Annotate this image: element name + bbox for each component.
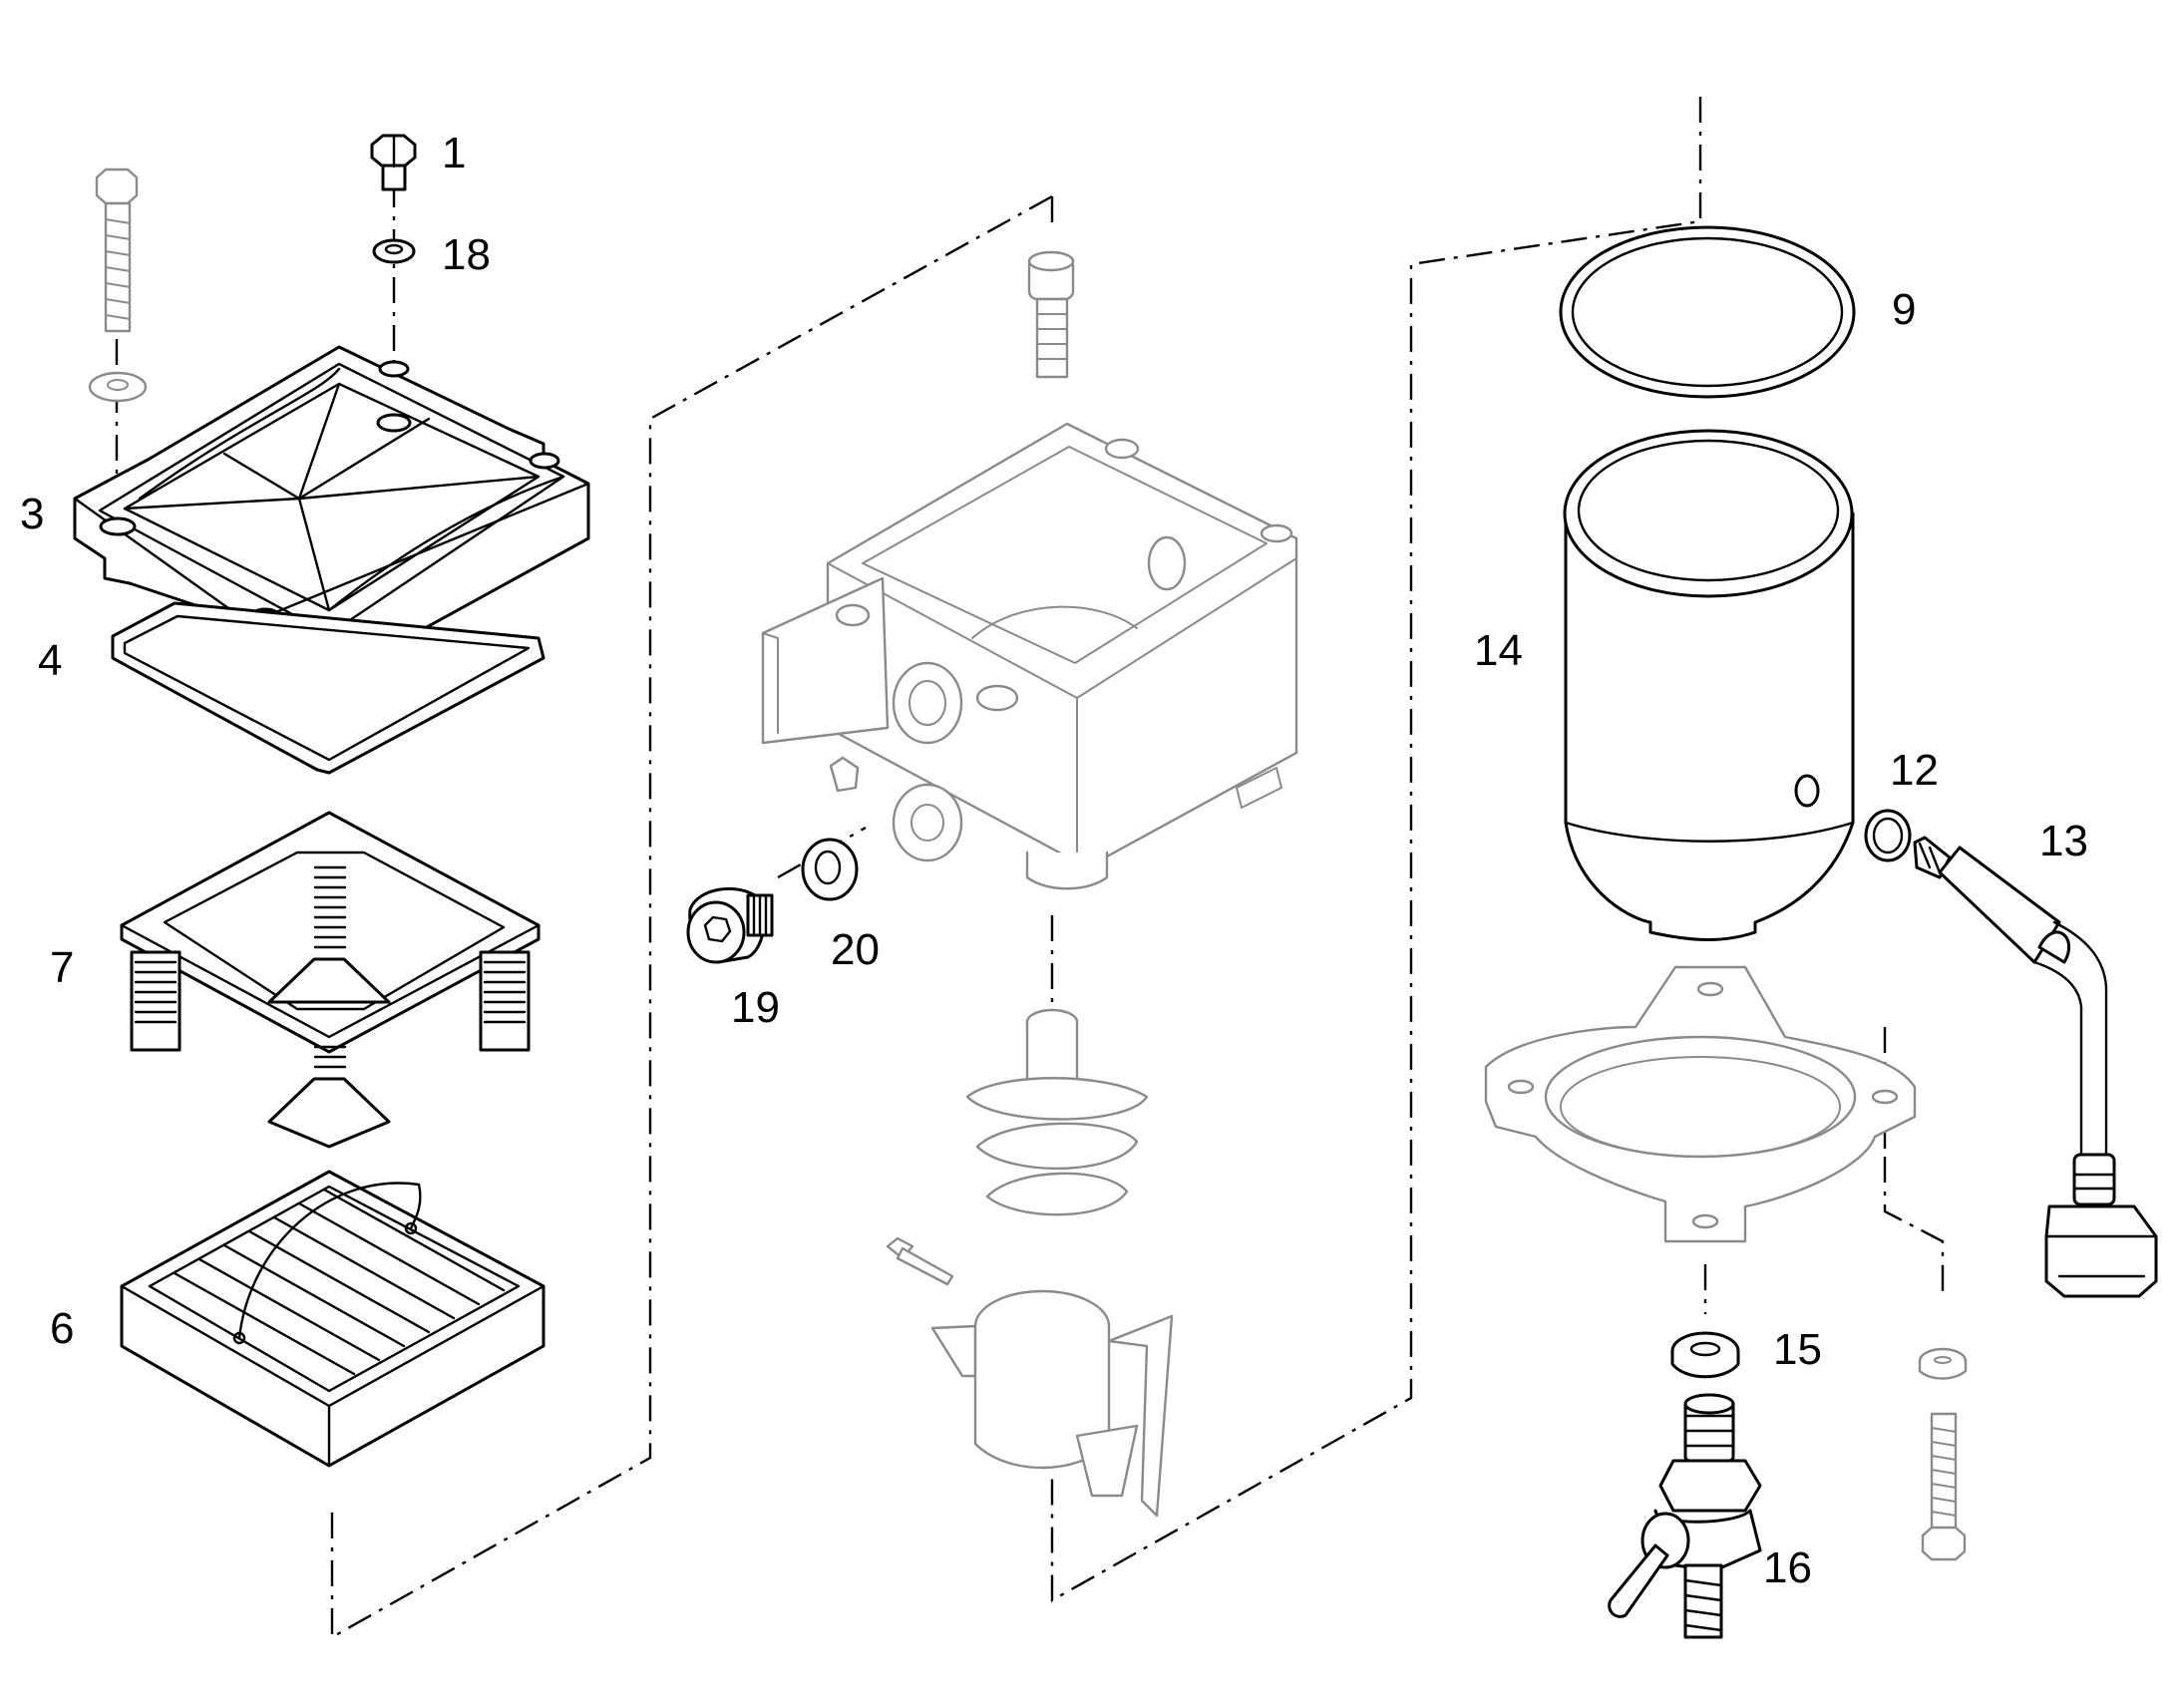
callout-14: 14 [1474, 626, 1523, 675]
o-ring-part-9 [1559, 225, 1856, 399]
callout-6: 6 [50, 1304, 74, 1353]
sensor-part-13 [1913, 836, 2158, 1298]
callout-1: 1 [442, 129, 466, 177]
callout-12: 12 [1890, 746, 1939, 795]
washer-part-18 [372, 238, 416, 264]
callout-20: 20 [831, 925, 880, 974]
drain-cock-part-16 [1608, 1393, 1762, 1639]
cover-part-3 [73, 345, 590, 680]
callout-19: 19 [731, 983, 780, 1032]
callout-4: 4 [38, 636, 62, 685]
plug-part-19 [686, 886, 774, 964]
filter-housing-ghost [761, 422, 1298, 890]
callout-13: 13 [2039, 817, 2088, 865]
callout-16: 16 [1763, 1543, 1812, 1592]
right-bolt-ghost [1918, 1347, 1968, 1561]
gasket-part-4 [111, 601, 545, 775]
bracket-ghost [930, 1289, 1174, 1518]
callout-9: 9 [1892, 285, 1916, 334]
callout-15: 15 [1773, 1325, 1822, 1374]
bowl-part-14 [1563, 429, 1855, 941]
flange-base-ghost [1484, 965, 1917, 1243]
small-o-ring-part-12 [1864, 809, 1912, 862]
auger-ghost [965, 1008, 1149, 1216]
callout-3: 3 [20, 490, 44, 538]
small-screw-ghost [886, 1236, 954, 1286]
bolt-part-1 [370, 134, 417, 191]
filter-element-part-6 [120, 1170, 545, 1468]
long-bolt-ghost [88, 168, 148, 403]
callout-7: 7 [50, 943, 74, 992]
cap-screw-ghost [1027, 250, 1075, 379]
seal-ring-part-20 [801, 838, 859, 901]
callout-18: 18 [442, 230, 491, 279]
spring-retainer-part-7 [120, 811, 541, 1149]
washer-part-15 [1670, 1331, 1740, 1379]
callout-labels: 1 18 3 4 7 6 19 20 9 14 12 13 15 16 [20, 129, 2088, 1592]
